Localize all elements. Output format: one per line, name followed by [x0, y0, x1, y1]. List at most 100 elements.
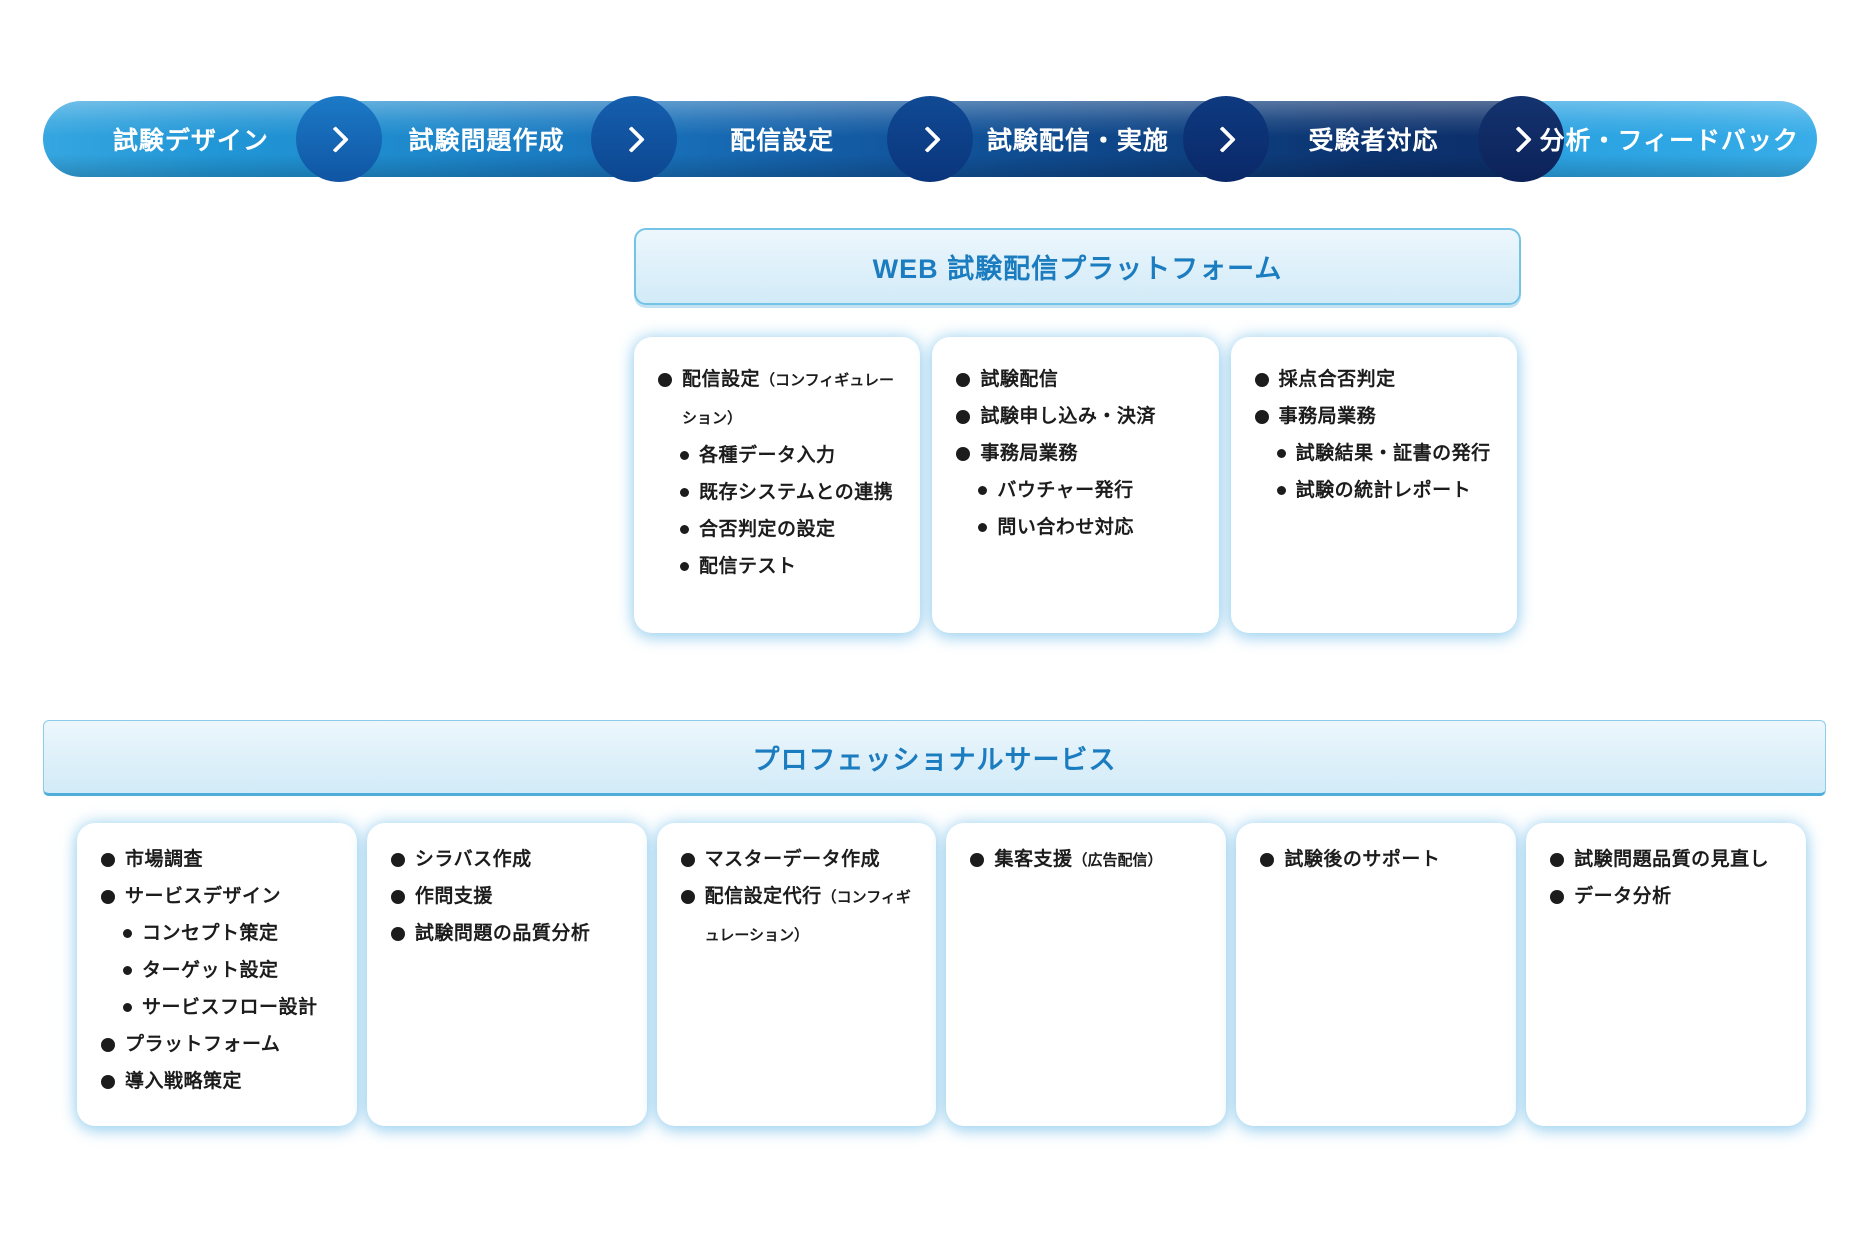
list-item: 既存システムとの連携 [658, 474, 900, 511]
bullet-icon [101, 1038, 115, 1052]
bullet-icon [680, 890, 695, 904]
list-item-text: 配信テスト [699, 556, 797, 577]
list-item: 作問支援 [390, 878, 627, 915]
list-item-text: 事務局業務 [980, 443, 1078, 464]
list-item-text: 導入戦略策定 [125, 1071, 243, 1092]
list-item-text: 試験後のサポート [1284, 849, 1441, 870]
list-item: 試験問題の品質分析 [390, 915, 627, 952]
list-item-text: 試験申し込み・決済 [980, 406, 1156, 427]
list-item-text: 試験問題品質の見直し [1574, 849, 1770, 870]
list-item: プラットフォーム [101, 1026, 337, 1063]
arrow-circle-background [295, 96, 382, 182]
list-item: 配信設定（コンフィギュレーション） [658, 361, 900, 437]
bullet-icon [680, 488, 689, 497]
list-item: サービスフロー設計 [101, 989, 337, 1026]
bullet-icon [1254, 373, 1269, 387]
list-item: 事務局業務 [956, 435, 1198, 472]
list-item-text: バウチャー発行 [997, 480, 1134, 501]
bullet-icon [1276, 486, 1286, 495]
list-item: 導入戦略策定 [101, 1063, 337, 1100]
list-item-text: 試験問題の品質分析 [414, 923, 591, 944]
list-item-text: ターゲット設定 [142, 960, 279, 981]
process-bar: 試験デザイン試験問題作成配信設定試験配信・実施受験者対応分析・フィードバック [43, 96, 1817, 182]
list-item-text: 試験結果・証書の発行 [1295, 443, 1491, 464]
list-item-text: 採点合否判定 [1278, 369, 1396, 390]
arrow-circle-background [1182, 96, 1269, 182]
bullet-icon [680, 525, 689, 534]
arrow-circle-background [1478, 96, 1565, 182]
list-item: 事務局業務 [1254, 398, 1497, 435]
bullet-icon [658, 373, 672, 387]
service-card: 採点合否判定事務局業務試験結果・証書の発行試験の統計レポート [1230, 337, 1517, 633]
list-item: バウチャー発行 [956, 472, 1198, 509]
list-item: シラバス作成 [390, 841, 627, 878]
list-item: 試験の統計レポート [1255, 472, 1497, 509]
bullet-icon [123, 1003, 132, 1012]
list-item-text: 問い合わせ対応 [997, 517, 1134, 538]
list-item: 合否判定の設定 [658, 511, 900, 548]
bullet-icon [1276, 449, 1286, 458]
bullet-icon [680, 853, 695, 867]
service-card: 集客支援（広告配信） [946, 823, 1227, 1126]
list-item-text: 配信設定代行（コンフィギュレーション） [704, 886, 911, 944]
list-item: 試験配信 [956, 361, 1198, 398]
process-stage: 配信設定 [730, 127, 835, 155]
bullet-icon [1550, 853, 1565, 867]
service-card: 配信設定（コンフィギュレーション） 各種データ入力既存システムとの連携合否判定の設… [634, 337, 921, 633]
list-item-text: 事務局業務 [1278, 406, 1377, 427]
professional-cards-row: 市場調査サービスデザインコンセプト策定ターゲット設定サービスフロー設計プラットフ… [77, 823, 1806, 1126]
bullet-icon [956, 447, 971, 461]
list-item: 集客支援（広告配信） [970, 841, 1206, 879]
list-item-text: 各種データ入力 [699, 445, 836, 466]
list-item-note: （コンフィギュレーション） [704, 889, 911, 944]
professional-section-title: プロフェッショナルサービス [752, 744, 1117, 775]
bullet-icon [956, 373, 971, 387]
process-stage: 試験デザイン [112, 127, 269, 155]
list-item: 問い合わせ対応 [956, 509, 1198, 546]
list-item: 配信設定代行（コンフィギュレーション） [680, 878, 917, 954]
list-item-text: 作問支援 [414, 886, 493, 907]
bullet-icon [956, 410, 971, 424]
platform-section-header: WEB 試験配信プラットフォーム [634, 228, 1521, 305]
professional-section-header: プロフェッショナルサービス [43, 720, 1826, 796]
list-item: コンセプト策定 [101, 915, 337, 952]
service-card: 市場調査サービスデザインコンセプト策定ターゲット設定サービスフロー設計プラットフ… [77, 823, 357, 1126]
process-stage: 分析・フィードバック [1539, 127, 1799, 155]
list-item: 配信テスト [658, 548, 900, 585]
list-item-text: シラバス作成 [414, 849, 532, 870]
bullet-icon [101, 1075, 115, 1089]
service-card: 試験配信試験申し込み・決済事務局業務バウチャー発行問い合わせ対応 [932, 337, 1219, 633]
bullet-icon [123, 966, 132, 975]
bullet-icon [970, 853, 985, 867]
list-item-text: コンセプト策定 [142, 923, 279, 944]
bullet-icon [978, 486, 988, 495]
list-item-note: （コンフィギュレーション） [682, 372, 894, 427]
service-card: マスターデータ作成配信設定代行（コンフィギュレーション） [656, 823, 937, 1126]
bullet-icon [390, 853, 405, 867]
bullet-icon [680, 451, 689, 460]
bullet-icon [1550, 890, 1565, 904]
bullet-icon [680, 562, 689, 571]
list-item: サービスデザイン [101, 878, 337, 915]
list-item-text: 集客支援（広告配信） [994, 849, 1163, 870]
list-item-text: データ分析 [1574, 886, 1672, 907]
list-item: マスターデータ作成 [680, 841, 917, 878]
list-item-text: サービスデザイン [125, 886, 282, 907]
platform-section-title: WEB 試験配信プラットフォーム [872, 254, 1283, 284]
process-stage: 試験配信・実施 [986, 127, 1169, 155]
list-item-text: 試験の統計レポート [1295, 480, 1472, 501]
list-item: 各種データ入力 [658, 437, 900, 474]
list-item-text: マスターデータ作成 [704, 849, 881, 870]
list-item: 試験申し込み・決済 [956, 398, 1198, 435]
list-item: 採点合否判定 [1254, 361, 1497, 398]
list-item: 市場調査 [101, 841, 337, 878]
list-item-text: プラットフォーム [125, 1034, 281, 1055]
bullet-icon [123, 929, 132, 938]
list-item-text: 配信設定（コンフィギュレーション） [682, 369, 894, 427]
list-item-text: 試験配信 [980, 369, 1059, 390]
list-item-text: 既存システムとの連携 [699, 482, 894, 503]
platform-cards-row: 配信設定（コンフィギュレーション） 各種データ入力既存システムとの連携合否判定の設… [634, 337, 1517, 633]
list-item: ターゲット設定 [101, 952, 337, 989]
bullet-icon [390, 927, 405, 941]
